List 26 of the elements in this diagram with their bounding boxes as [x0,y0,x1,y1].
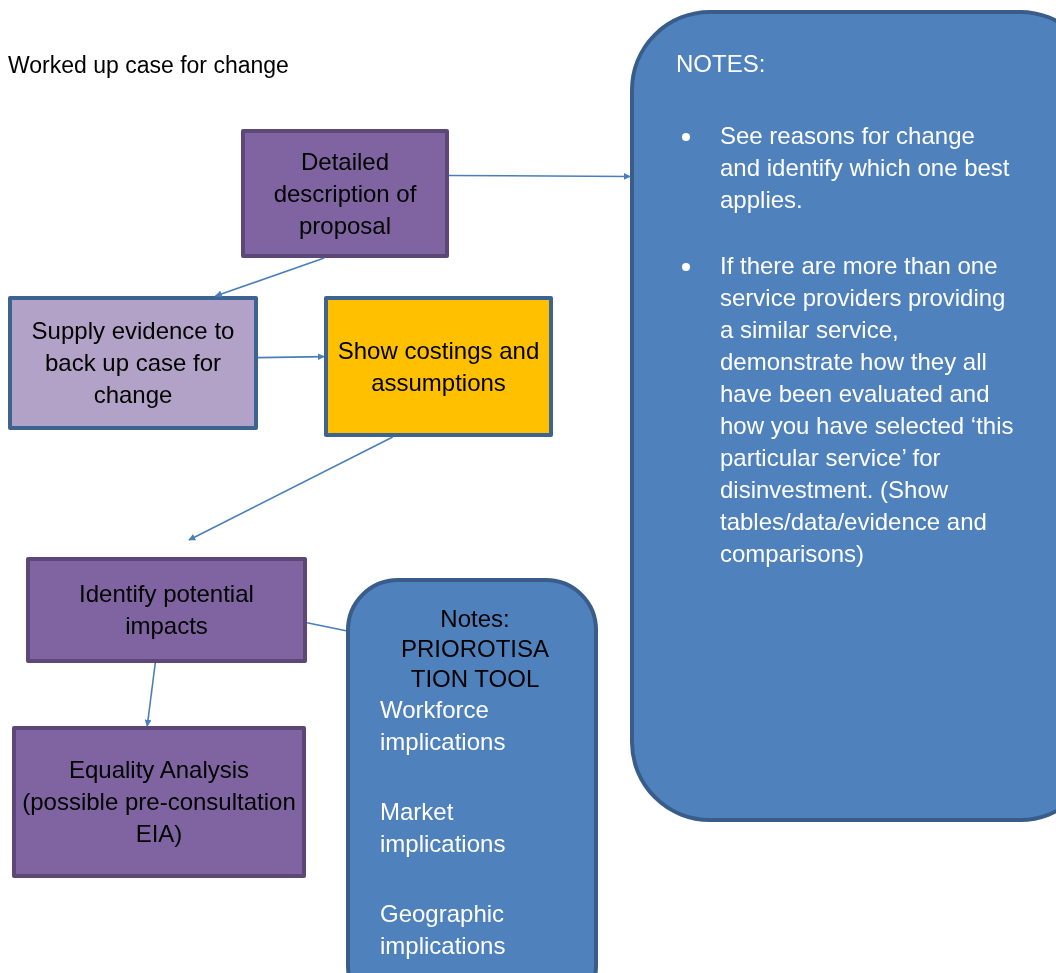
process-box [26,557,307,663]
process-box [241,129,449,258]
arrow [214,257,325,298]
box-label: Equality Analysis (possible pre-consultation EIA) [22,755,296,849]
note-text: Market implications [380,797,507,859]
box-label: Supply evidence to back up case for change [30,316,236,410]
arrow [448,172,631,180]
diagram-title: Worked up case for change [8,52,289,79]
process-box [12,726,306,878]
box-label: Detailed description of proposal [272,146,418,241]
note-text: Workforce implications [380,695,507,757]
box-label: Identify potential impacts [78,579,255,641]
notes-panel [346,578,598,973]
arrow [188,436,394,541]
connector-line [306,621,347,632]
box-label: Show costings and assumptions [336,335,541,398]
notes-heading: Notes: PRIOROTISA TION TOOL [400,604,550,694]
arrow [257,353,325,361]
process-box [8,296,258,430]
process-box [324,296,553,437]
notes-heading: NOTES: [676,49,766,79]
arrow [144,662,157,727]
bullet-text: If there are more than one service providers providing a similar service, demonstrate how they all have been evaluated and how you have selected ‘this particular service’ for disinvestment. (Show tables/data/evidence and comparisons) [720,251,1015,569]
note-text: Geographic implications [380,899,507,961]
bullet-text: See reasons for change and identify which one best applies. [720,121,1011,215]
notes-panel [630,10,1056,822]
